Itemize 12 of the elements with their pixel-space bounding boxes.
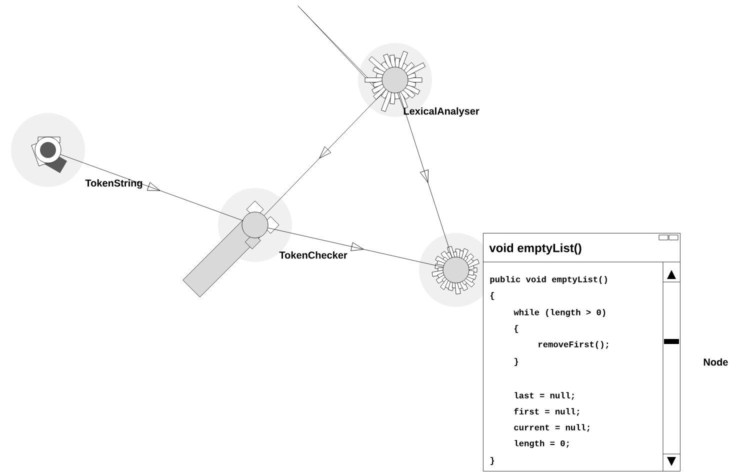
node-label: Node [704, 358, 728, 366]
class-node-drawing: LexicalAnalyser [298, 6, 480, 117]
class-node-drawing: TokenChecker [182, 188, 348, 298]
node-label: TokenString [85, 179, 142, 189]
code-popup-window: void emptyList() public void emptyList() { while (length > 0) { removeFirst(); } last = null; first = null; current = null; length = 0; } [482, 233, 680, 472]
node-label: LexicalAnalyser [404, 107, 480, 117]
class-node-drawing: TokenString [11, 113, 142, 189]
arrow [398, 92, 452, 258]
arrow [264, 89, 386, 216]
node-label: TokenChecker [279, 251, 348, 259]
arrow [60, 154, 243, 221]
arrow [268, 228, 444, 268]
